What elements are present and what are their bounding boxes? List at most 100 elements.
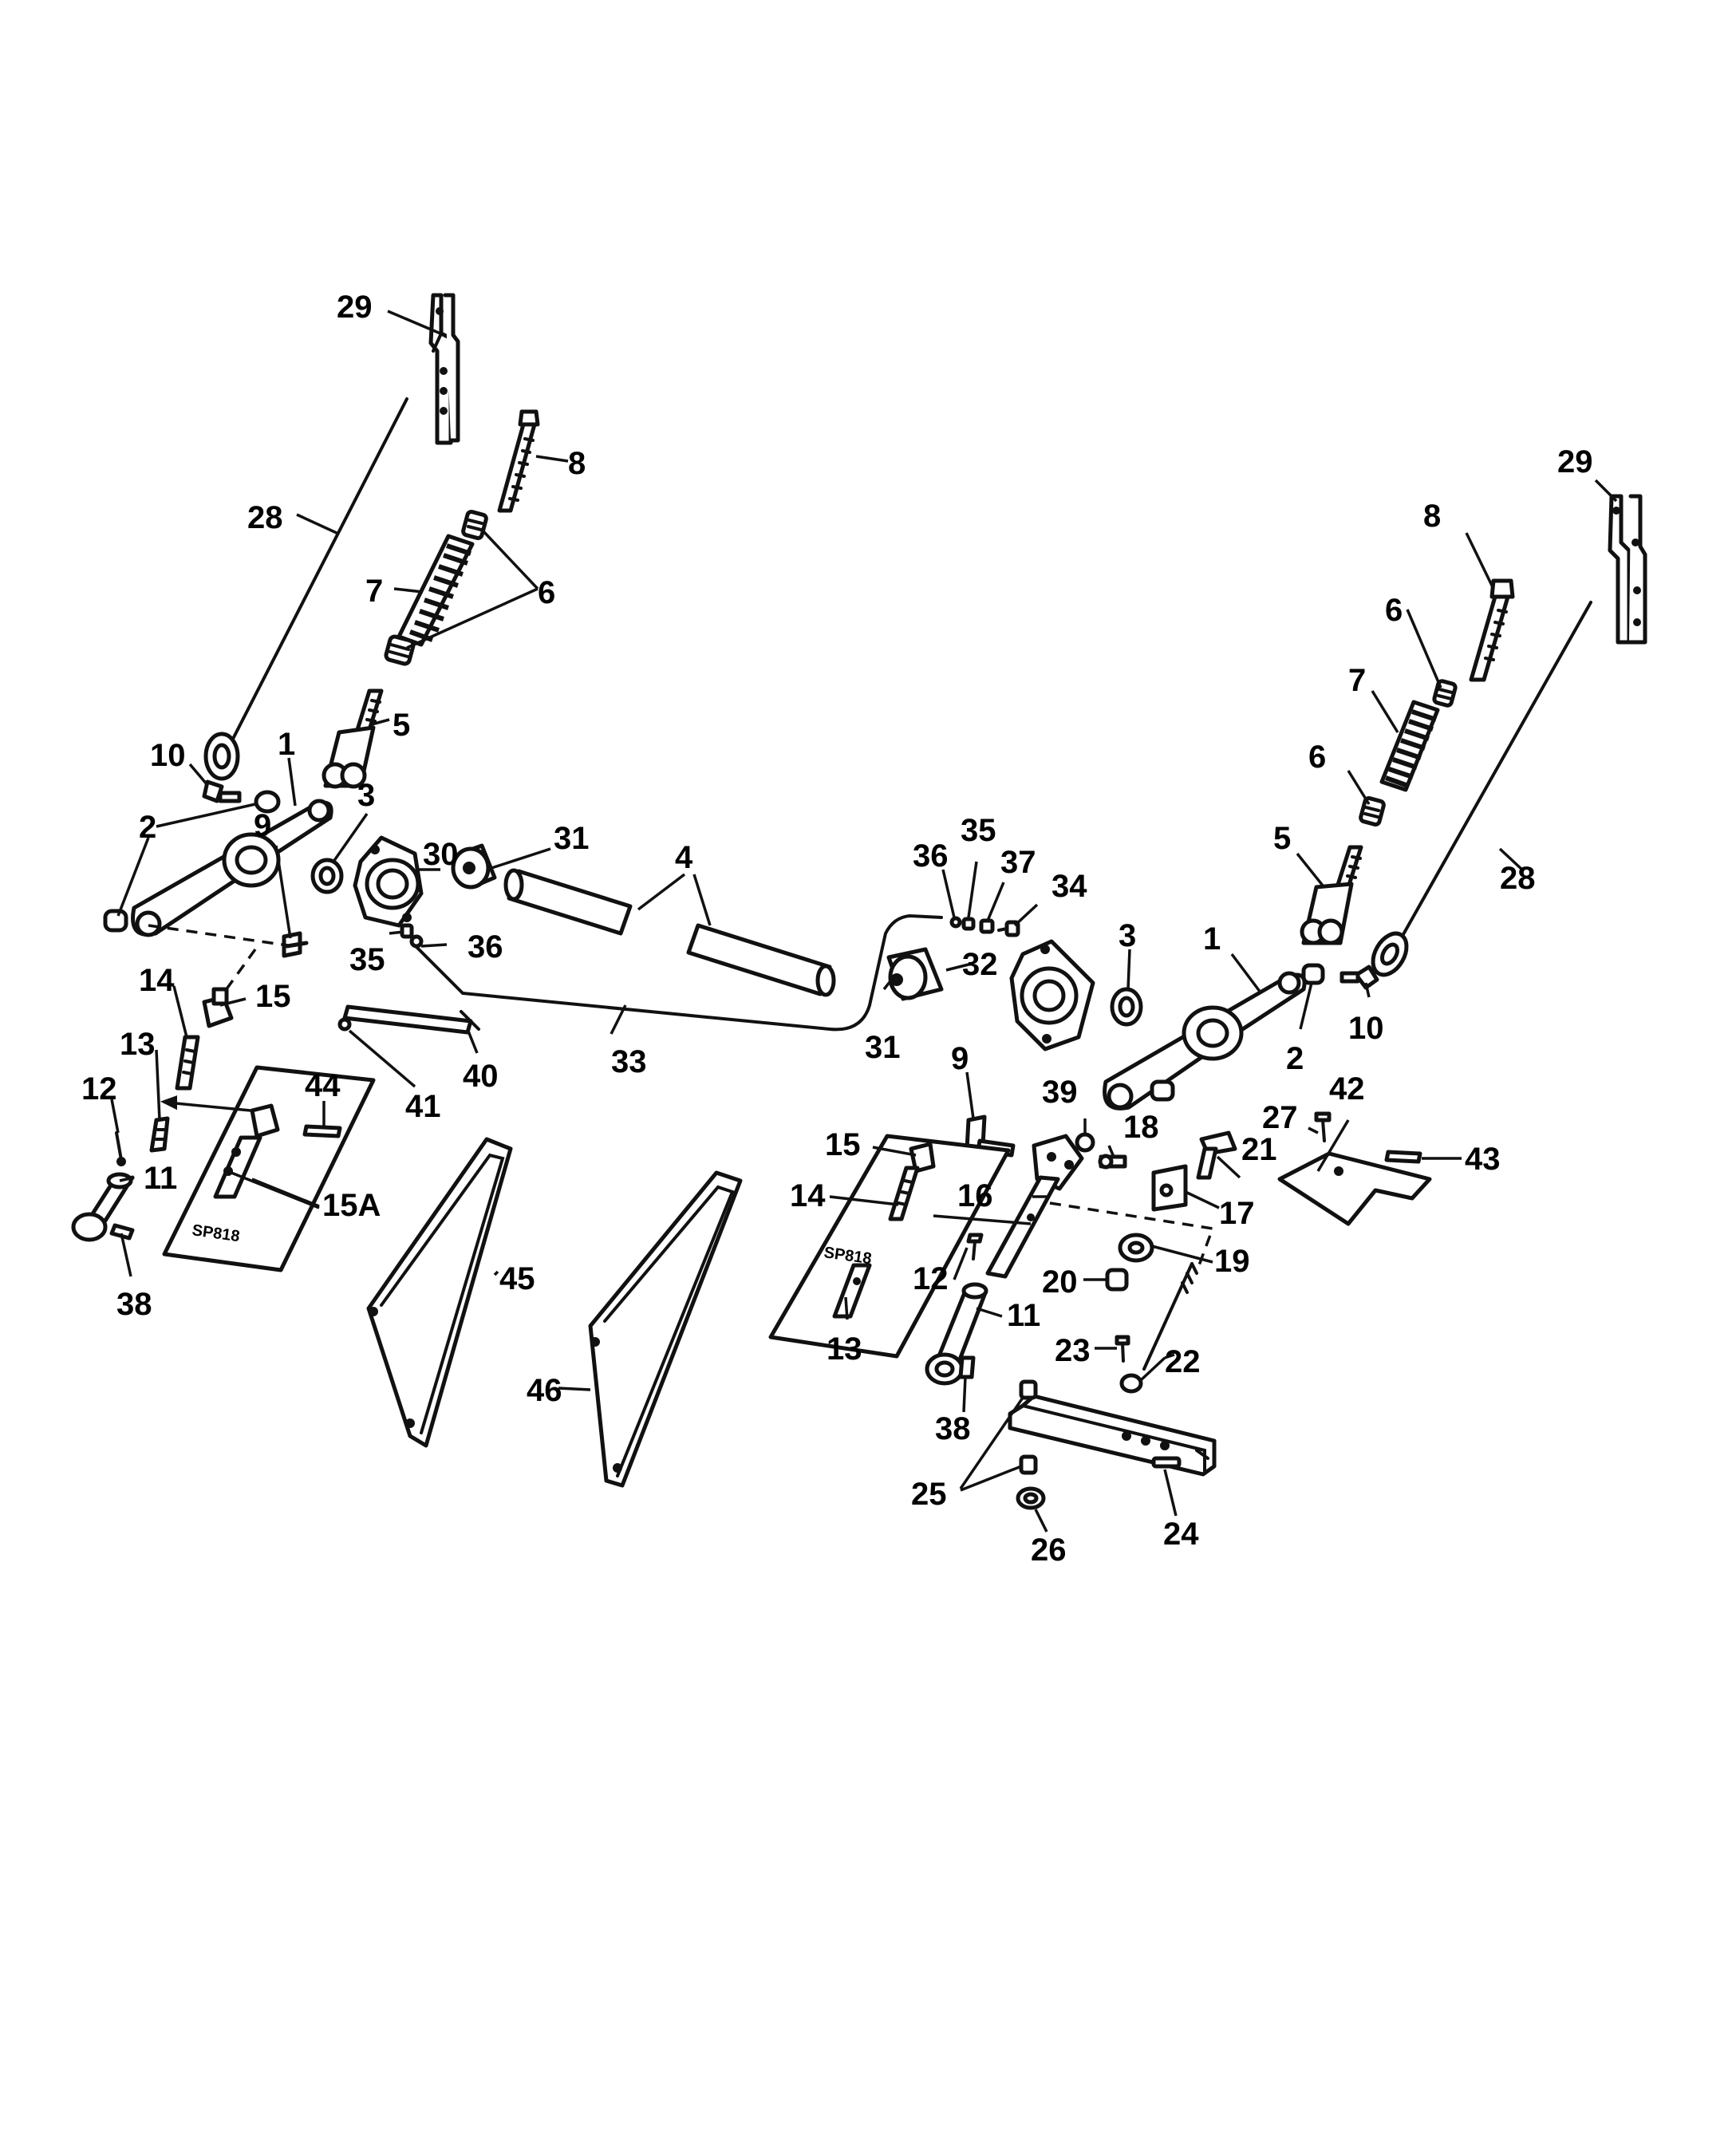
part-18-bolt: [1098, 1154, 1127, 1170]
part-37-nut: [979, 918, 995, 934]
callout-14-left: 14: [139, 963, 175, 998]
callout-27: 27: [1262, 1100, 1298, 1135]
callout-12-left: 12: [81, 1071, 117, 1107]
part-8-right-bolt: [1469, 578, 1515, 682]
callout-42: 42: [1329, 1071, 1365, 1107]
callout-9-right: 9: [951, 1041, 969, 1076]
part-33-linkage-rod: [413, 913, 943, 1032]
part-38-left-pin: [109, 1223, 135, 1241]
callout-16: 16: [957, 1178, 993, 1213]
part-25-bushing-lower: [1019, 1454, 1038, 1475]
part-46-panel: [588, 1170, 743, 1488]
callout-35-right: 35: [961, 813, 996, 848]
part-2-left-bushing-upper: [254, 790, 281, 814]
callout-10-right: 10: [1348, 1011, 1384, 1046]
part-8-left-bolt: [497, 409, 540, 513]
callout-39: 39: [1042, 1075, 1078, 1110]
part-2-right-bushing-upper: [1301, 963, 1325, 985]
callout-28-left: 28: [247, 500, 283, 535]
part-7-left-spring: [397, 534, 475, 647]
callout-6-right-top: 6: [1385, 593, 1403, 628]
part-7-right-spring: [1379, 700, 1440, 792]
callout-11-left: 11: [144, 1161, 177, 1196]
callout-15-left: 15: [255, 979, 291, 1014]
part-28-left-rod: [203, 397, 408, 781]
part-6-right-nut-upper: [1432, 679, 1458, 708]
callout-30: 30: [423, 837, 459, 872]
callout-40: 40: [463, 1059, 499, 1094]
callout-20: 20: [1042, 1264, 1078, 1300]
callout-21: 21: [1241, 1132, 1277, 1167]
part-43-clip: [1384, 1150, 1422, 1164]
callout-2-left: 2: [139, 810, 156, 845]
callout-33: 33: [611, 1044, 647, 1079]
arrow-13-to-inset: [167, 1101, 251, 1112]
part-25-bushing-upper: [1019, 1379, 1038, 1400]
part-6-right-nut-lower: [1359, 796, 1386, 826]
callout-1-left: 1: [278, 727, 295, 762]
callout-37: 37: [1000, 845, 1036, 880]
part-5-right-clevis: [1300, 845, 1363, 945]
callout-13-right: 13: [827, 1331, 862, 1367]
part-10-left-pin: [202, 779, 242, 803]
part-19-roller: [1118, 1233, 1154, 1263]
part-6-left-nut-upper: [461, 510, 488, 540]
callout-8-left: 8: [568, 446, 586, 481]
part-16-bracket: [985, 1134, 1084, 1279]
part-1-left-lever-arm: [131, 799, 333, 937]
callout-9-left: 9: [254, 808, 271, 843]
part-30-flange-bearing: [353, 835, 424, 928]
arrow-inset-to-16: [933, 1214, 1032, 1225]
callout-28-right: 28: [1500, 861, 1536, 896]
part-17-clamp: [1151, 1164, 1188, 1212]
callout-22: 22: [1165, 1344, 1201, 1379]
callout-12-right: 12: [913, 1261, 949, 1296]
callout-34: 34: [1051, 869, 1087, 904]
part-12-left-pin: [115, 1131, 126, 1166]
callout-5-left: 5: [393, 708, 410, 743]
part-11-right-tube: [925, 1282, 988, 1386]
callout-36-right: 36: [913, 838, 949, 874]
inset-right: SP818: [768, 1134, 1011, 1359]
callout-1-right: 1: [1203, 921, 1221, 957]
callout-2-right: 2: [1286, 1041, 1304, 1076]
part-45-panel: [366, 1137, 513, 1448]
part-40-shaft: [342, 1004, 480, 1035]
part-14-left-stud: [175, 1035, 200, 1091]
callout-19: 19: [1214, 1244, 1250, 1279]
dashed-guide-right: [1049, 1201, 1215, 1272]
callout-15a: 15A: [322, 1188, 381, 1223]
callout-38-right: 38: [935, 1411, 971, 1446]
callout-46: 46: [527, 1373, 562, 1408]
callout-29-left: 29: [337, 290, 373, 325]
part-31-left-collar: [451, 843, 497, 890]
part-36-right-fitting: [949, 916, 962, 929]
callout-44: 44: [305, 1068, 341, 1103]
leader-lines: [110, 310, 1618, 1533]
callout-43: 43: [1465, 1142, 1501, 1177]
part-5-left-clevis: [322, 688, 384, 789]
callout-17: 17: [1219, 1196, 1255, 1231]
part-27-bolt: [1314, 1111, 1332, 1142]
callout-11-right: 11: [1007, 1298, 1040, 1333]
part-35-right-fitting: [961, 917, 976, 931]
part-29-right-bracket: [1608, 494, 1647, 645]
callout-18: 18: [1123, 1110, 1159, 1145]
callout-45: 45: [499, 1261, 535, 1296]
part-1-right-lever-arm: [1103, 971, 1307, 1111]
part-3-right-washer: [1110, 987, 1143, 1027]
callout-4: 4: [675, 840, 693, 875]
arrowhead-13-inset: [160, 1095, 177, 1111]
part-15-left-yoke: [202, 987, 234, 1028]
part-29-left-bracket: [428, 293, 460, 445]
callout-6-right-bottom: 6: [1308, 740, 1326, 775]
callout-labels: 29 29 28 28 8 8 7 7 6 6 6 5 5 10 10 1 1 …: [81, 290, 1593, 1568]
part-6-left-nut-lower: [384, 634, 416, 666]
part-22-rod: [1119, 1262, 1198, 1394]
part-4-shaft-left: [503, 868, 633, 936]
part-39-nut: [1075, 1132, 1095, 1153]
callout-7-right: 7: [1348, 663, 1366, 698]
callout-3-right: 3: [1119, 918, 1136, 953]
callout-26: 26: [1031, 1533, 1067, 1568]
